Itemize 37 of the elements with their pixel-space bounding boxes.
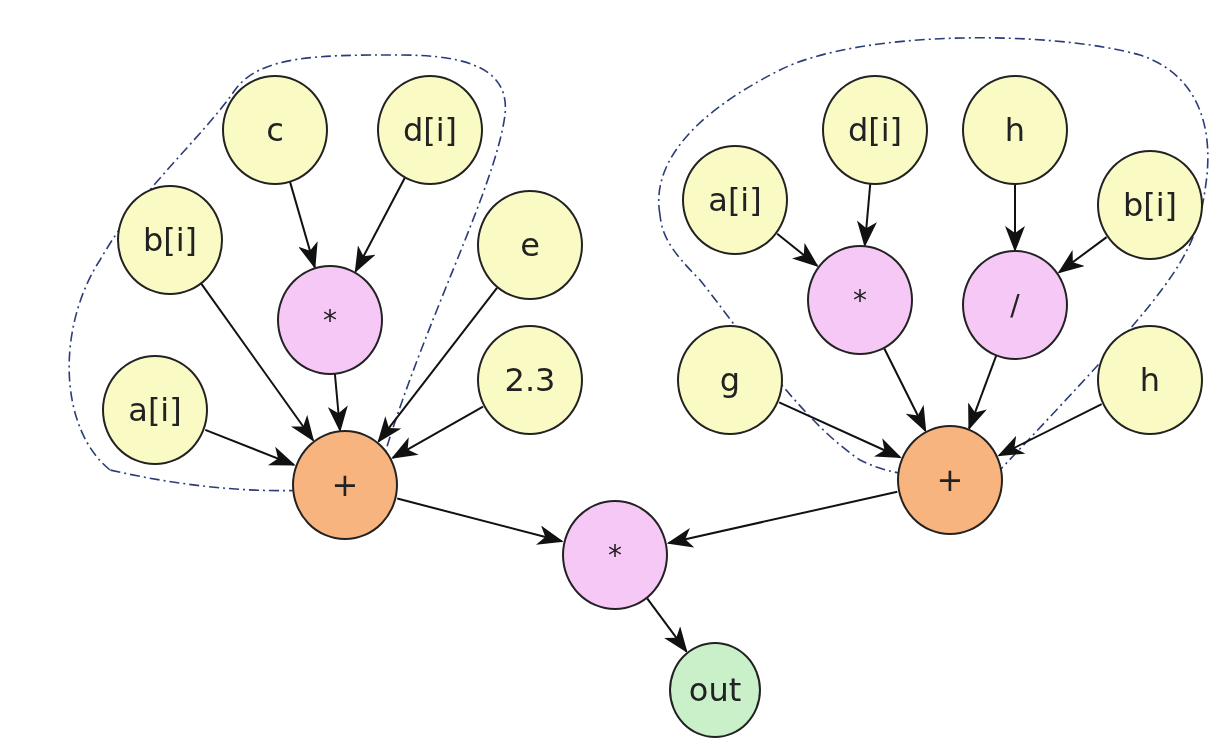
node-label: a[i]	[708, 181, 762, 219]
arrow	[1057, 236, 1108, 274]
arrow	[776, 232, 819, 267]
node-label: g	[719, 361, 741, 399]
node-label: *	[608, 538, 622, 572]
node-label: +	[331, 466, 359, 504]
node-label: h	[1139, 361, 1161, 399]
arrow	[396, 497, 564, 545]
arrow	[883, 347, 927, 433]
node-label: d[i]	[402, 111, 458, 149]
arrow	[354, 176, 406, 274]
arrow	[997, 403, 1103, 457]
arrow	[666, 490, 899, 548]
node-label: /	[1010, 288, 1020, 322]
node-label: +	[936, 461, 964, 499]
arrow	[857, 182, 877, 248]
arrow	[289, 180, 318, 270]
node-label: 2.3	[504, 361, 556, 399]
node-label: c	[266, 111, 284, 149]
node-label: e	[520, 226, 540, 264]
arrow	[1005, 183, 1025, 252]
node-label: b[i]	[142, 221, 198, 259]
arrow	[646, 597, 688, 654]
node-label: h	[1004, 111, 1026, 149]
arrow	[391, 405, 485, 459]
arrow	[327, 372, 348, 433]
arrow	[968, 354, 998, 431]
node-label: *	[853, 283, 867, 317]
node-label: a[i]	[128, 391, 182, 429]
node-label: out	[688, 671, 742, 709]
arrow	[377, 286, 499, 443]
node-label: b[i]	[1122, 186, 1178, 224]
node-label: *	[323, 303, 337, 337]
arrow	[778, 401, 902, 459]
node-label: d[i]	[847, 111, 903, 149]
arrow	[200, 282, 315, 442]
arrow	[204, 428, 296, 466]
